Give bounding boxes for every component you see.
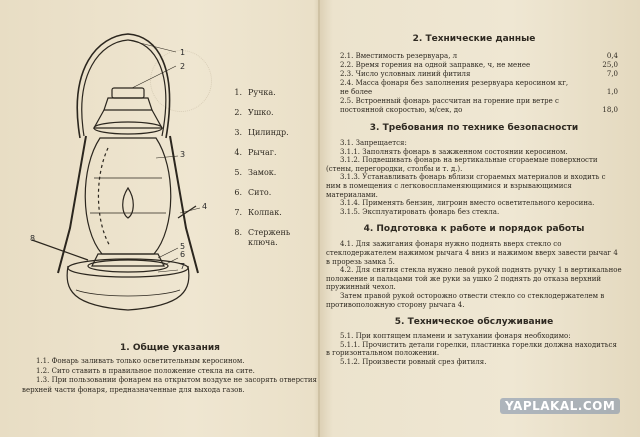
callout-4: 4	[202, 202, 208, 211]
callout-1: 1	[180, 48, 186, 57]
section-title: 4. Подготовка к работе и порядок работы	[363, 224, 585, 235]
callout-2: 2	[180, 62, 186, 71]
callout-3: 3	[180, 150, 186, 159]
legend-item: 5.Замок.	[234, 168, 277, 177]
spec-row: 2.5. Встроенный фонарь рассчитан на горе…	[340, 97, 618, 114]
legend-item: 1.Ручка.	[234, 88, 276, 97]
legend-item: 3.Цилиндр.	[234, 128, 289, 137]
section-title: 2. Технические данные	[412, 34, 536, 44]
spec-row: 2.2. Время горения на одной заправке, ч,…	[340, 61, 618, 69]
paragraph: 4.2. Для снятия стекла нужно левой рукой…	[326, 266, 622, 292]
callout-7: 7	[180, 262, 186, 271]
paragraph: 5.1.2. Произвести ровный срез фитиля.	[340, 357, 487, 366]
faint-stamp	[150, 50, 212, 112]
legend-item: 8.Стержень ключа.	[234, 228, 291, 247]
section-title: 1. Общие указания	[120, 343, 220, 353]
paragraph: 3.1. Запрещается:	[340, 139, 407, 147]
paragraph: 5.1. При коптящем пламени и затухании фо…	[340, 332, 571, 341]
legend-item: 6.Сито.	[234, 188, 272, 197]
parts-legend: 1.Ручка. 2.Ушко. 3.Цилиндр. 4.Рычаг. 5.З…	[228, 88, 316, 250]
page-fold	[318, 0, 320, 437]
paragraph: 3.1.3. Устанавливать фонарь вблизи сгора…	[326, 173, 606, 199]
lantern-illustration	[31, 33, 201, 311]
paragraph: 1.1. Фонарь заливать только осветительны…	[36, 357, 245, 365]
paragraph: 5.1.1. Прочистить детали горелки, пласти…	[326, 340, 617, 358]
spec-row: 2.4. Масса фонаря без заполнения резерву…	[340, 79, 618, 96]
section-title: 5. Техническое обслуживание	[394, 317, 554, 328]
paragraph: 3.1.2. Подвешивать фонарь на вертикальны…	[326, 156, 598, 173]
paragraph: 4.1. Для зажигания фонаря нужно поднять …	[326, 240, 618, 266]
legend-item: 2.Ушко.	[234, 108, 274, 117]
section-general: 1. Общие указания 1.1. Фонарь заливать т…	[22, 343, 318, 395]
callout-5: 5	[180, 242, 186, 251]
site-watermark: YAPLAKAL.COM	[500, 398, 621, 414]
legend-item: 7.Колпак.	[234, 208, 282, 217]
section-title: 3. Требования по технике безопасности	[369, 123, 579, 133]
right-page: 2. Технические данные 2.1. Вместимость р…	[326, 34, 622, 366]
legend-item: 4.Рычаг.	[234, 148, 277, 157]
paragraph: Затем правой рукой осторожно отвести сте…	[326, 291, 605, 309]
paragraph: 3.1.4. Применять бензин, лигроин вместо …	[340, 199, 595, 208]
callout-8: 8	[30, 234, 36, 243]
callout-6: 6	[180, 250, 186, 259]
paragraph: 3.1.1. Заполнять фонарь в зажженном сост…	[340, 147, 568, 156]
paragraph: 1.3. При пользовании фонарем на открытом…	[22, 376, 317, 394]
paragraph: 3.1.5. Эксплуатировать фонарь без стекла…	[340, 207, 500, 216]
paragraph: 1.2. Сито ставить в правильное положение…	[36, 366, 255, 375]
